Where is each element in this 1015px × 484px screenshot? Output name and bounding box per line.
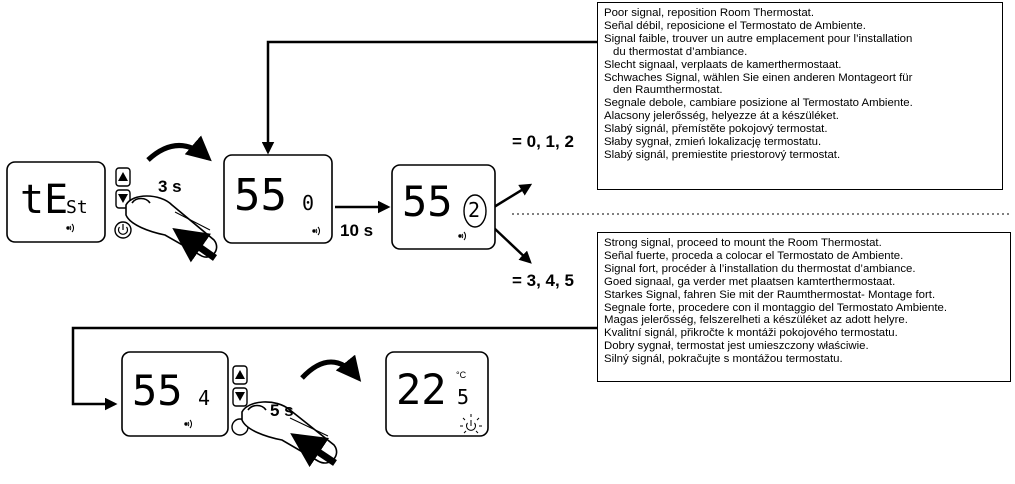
display-ss0: 55 0	[223, 154, 333, 244]
strong-message: Kvalitní signál, přikročte k montáži pok…	[604, 327, 898, 340]
display-ss4: 55 4	[121, 351, 229, 437]
strong-message: Dobry sygnał, termostat jest umieszczony…	[604, 340, 869, 353]
display-test-small: St	[66, 197, 88, 218]
connector-retry	[261, 40, 597, 155]
display-temperature: 22 5 °C	[385, 351, 489, 437]
press-time-label-2: 5 s	[270, 401, 294, 420]
weak-message: Segnale debole, cambiare posizione al Te…	[604, 97, 913, 110]
up-arrow-icon	[235, 370, 245, 379]
display-ss4-small: 4	[198, 386, 210, 410]
press-time-label-1: 3 s	[158, 177, 182, 196]
weak-message: Slabý signál, premiestite priestorový te…	[604, 148, 841, 161]
weak-message: Alacsony jelerősség, helyezze át a készü…	[604, 110, 839, 123]
weak-message: Schwaches Signal, wählen Sie einen ander…	[604, 71, 913, 84]
strong-message: Segnale forte, procedere con il montaggi…	[604, 301, 947, 314]
down-arrow-icon	[235, 392, 245, 401]
down-arrow-icon	[118, 194, 128, 203]
curved-arrow-icon	[146, 135, 212, 162]
up-arrow-icon	[118, 172, 128, 181]
connector-mount	[71, 326, 597, 411]
weak-message: Słaby sygnał, zmień lokalizację termosta…	[604, 136, 822, 149]
curved-arrow-icon	[300, 354, 362, 382]
strong-message: Starkes Signal, fahren Sie mit der Raumt…	[604, 288, 936, 301]
strong-message: Silný signál, pokračujte s montážou term…	[604, 353, 843, 366]
signal-icon	[458, 231, 466, 241]
display-ss0-small: 0	[302, 191, 314, 215]
weak-message: Slecht signaal, verplaats de kamerthermo…	[604, 58, 842, 71]
connector-strong	[493, 227, 532, 264]
weak-message: Señal débil, reposicione el Termostato d…	[604, 19, 866, 32]
weak-signal-message-box: Poor signal, reposition Room Thermostat.…	[597, 2, 1003, 190]
weak-message: Slabý signál, přemístěte pokojový termos…	[604, 123, 828, 136]
flow-connectors	[71, 40, 597, 411]
weak-message: Signal faible, trouver un autre emplacem…	[604, 32, 913, 45]
display-ss2-small: 2	[468, 198, 480, 222]
up-button-2[interactable]	[232, 365, 248, 385]
weak-message: den Raumthermostat.	[613, 84, 723, 97]
display-ss4-main: 55	[132, 366, 183, 415]
highlight-circle	[463, 194, 487, 228]
down-button-2[interactable]	[232, 387, 248, 407]
connector-weak	[493, 183, 533, 209]
signal-icon	[184, 419, 192, 429]
up-button[interactable]	[115, 167, 131, 187]
display-temp-unit: °C	[456, 370, 467, 380]
strong-message: Strong signal, proceed to mount the Room…	[604, 237, 882, 249]
display-test-main: tE	[20, 177, 68, 223]
signal-icon	[312, 226, 320, 236]
display-temp-small: 5	[457, 385, 469, 409]
weak-message: du thermostat d’ambiance.	[613, 45, 748, 58]
display-temp-main: 22	[396, 365, 447, 414]
weak-range-label: = 0, 1, 2	[512, 132, 574, 151]
button-column-1	[114, 167, 132, 239]
strong-message: Magas jelerősség, felszerelheti a készül…	[604, 314, 908, 327]
power-button[interactable]	[114, 221, 132, 239]
power-blink-icon	[460, 414, 482, 434]
power-icon	[117, 224, 129, 235]
strong-range-label: = 3, 4, 5	[512, 271, 574, 290]
strong-signal-message-box: Strong signal, proceed to mount the Room…	[597, 232, 1011, 382]
display-ss0-main: 55	[234, 170, 287, 221]
strong-message: Signal fort, procéder à l’installation d…	[604, 262, 916, 275]
weak-message: Poor signal, reposition Room Thermostat.	[604, 7, 814, 19]
strong-message: Señal fuerte, proceda a colocar el Termo…	[604, 249, 904, 262]
display-ss2-main: 55	[402, 177, 453, 226]
strong-message: Goed signaal, ga verder met plaatsen kam…	[604, 275, 896, 288]
wait-time-label: 10 s	[340, 221, 373, 240]
finger-press-icon	[241, 401, 338, 468]
display-test: tE St	[6, 161, 106, 243]
finger-press-icon	[125, 195, 218, 263]
display-ss2: 55 2	[391, 164, 496, 250]
signal-icon	[66, 223, 74, 233]
